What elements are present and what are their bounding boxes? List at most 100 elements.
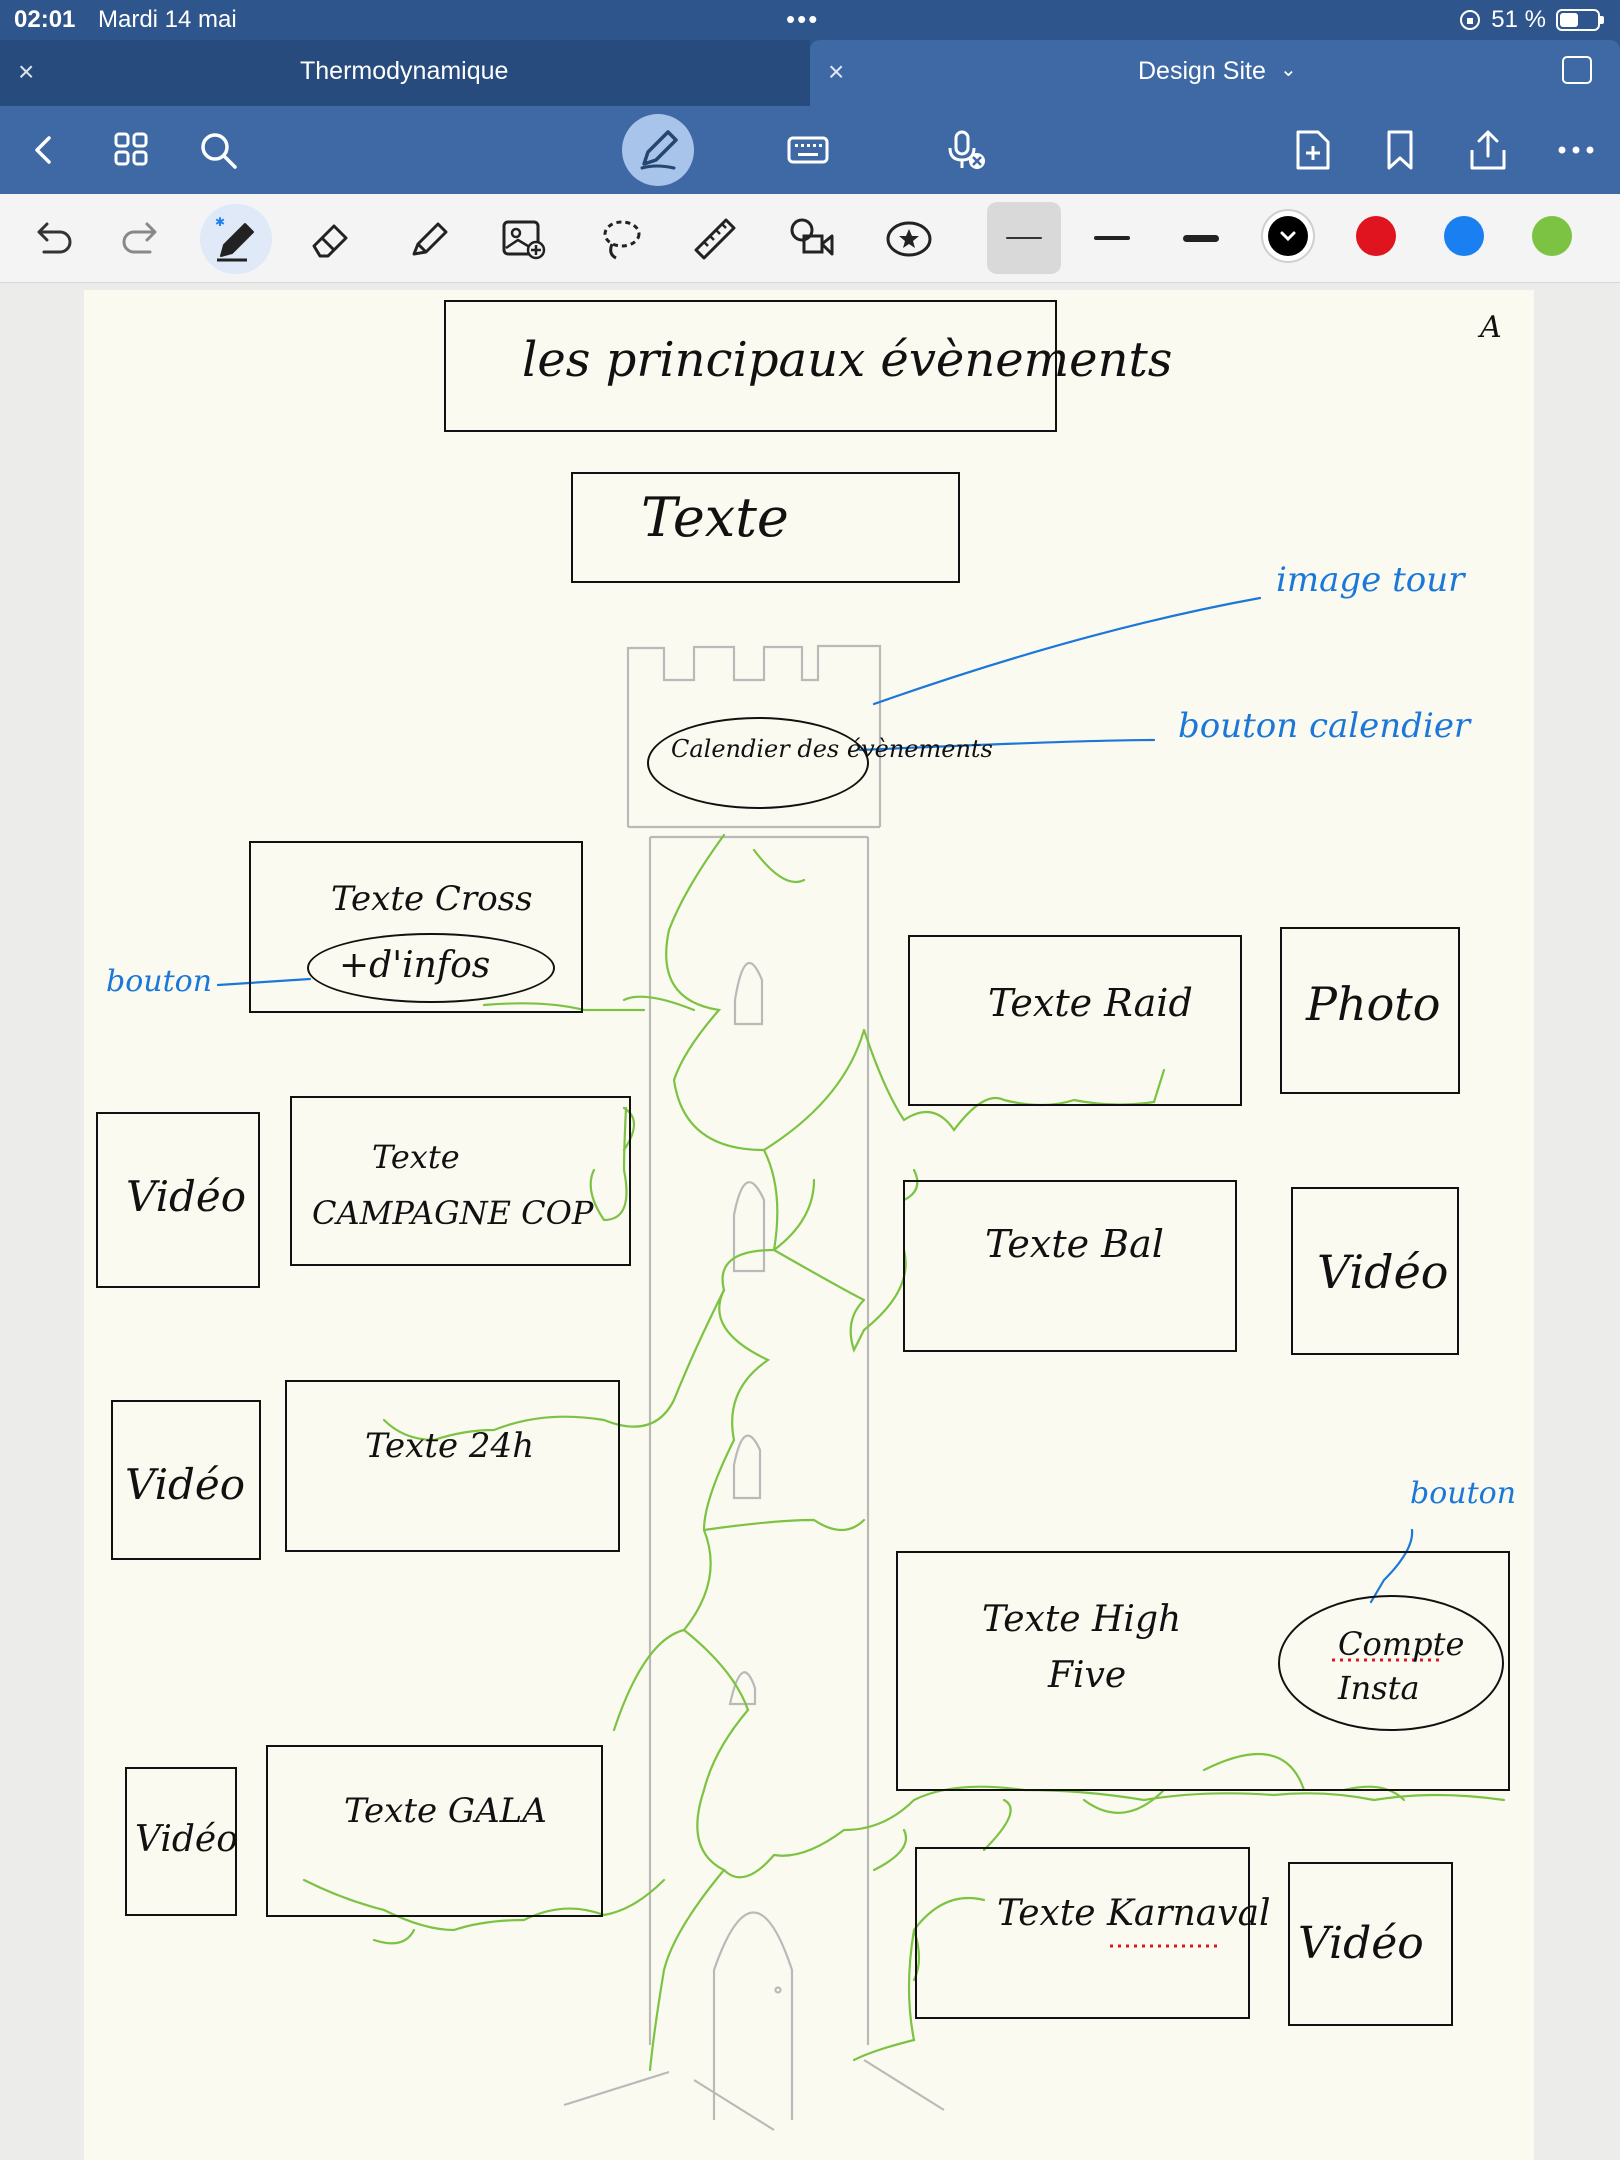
battery-fill	[1560, 13, 1578, 27]
bal-text: Texte Bal	[985, 1222, 1164, 1266]
undo-icon[interactable]	[28, 214, 78, 264]
mic-off-icon[interactable]	[944, 128, 988, 172]
add-page-icon[interactable]	[1290, 128, 1334, 172]
campagne-text-2: CAMPAGNE COP	[312, 1194, 594, 1232]
video-campagne-box: Vidéo	[96, 1112, 260, 1288]
battery-percent: 51 %	[1491, 6, 1546, 33]
chevron-down-icon[interactable]: ⌄	[1280, 59, 1297, 81]
photo-box: Photo	[1280, 927, 1460, 1094]
close-tab-icon[interactable]: ×	[18, 56, 35, 87]
redo-icon[interactable]	[116, 214, 166, 264]
grid-icon[interactable]	[110, 128, 154, 172]
color-green-swatch[interactable]	[1532, 216, 1572, 256]
more-info-button[interactable]: +d'infos	[307, 933, 555, 1003]
bookmark-icon[interactable]	[1378, 128, 1422, 172]
title-box: les principaux évènements	[444, 300, 1172, 432]
ruler-icon[interactable]	[690, 214, 740, 264]
video-label: Vidéo	[1317, 1245, 1449, 1299]
tab-thermodynamique[interactable]: × Thermodynamique	[0, 40, 810, 106]
main-toolbar	[0, 106, 1620, 194]
video-label: Vidéo	[126, 1172, 247, 1221]
lasso-icon[interactable]	[596, 214, 646, 264]
more-info-label: +d'infos	[339, 945, 491, 986]
share-icon[interactable]	[1466, 128, 1510, 172]
split-view-icon[interactable]	[1562, 56, 1592, 84]
campagne-text-1: Texte	[372, 1138, 460, 1176]
bal-box: Texte Bal	[903, 1180, 1237, 1352]
chevron-down-icon	[1280, 231, 1296, 242]
back-icon[interactable]	[22, 128, 66, 172]
video-24h-box: Vidéo	[111, 1400, 261, 1560]
battery-icon	[1556, 9, 1604, 31]
color-red-swatch[interactable]	[1356, 216, 1396, 256]
pen-mode-icon	[640, 130, 678, 170]
tab-design-site[interactable]: × Design Site ⌄	[810, 40, 1620, 106]
text-box: Texte	[571, 472, 960, 583]
note-page[interactable]: A les principaux évènements Texte Calend…	[84, 290, 1534, 2160]
tab-label: Thermodynamique	[300, 57, 509, 85]
multitasking-dots-icon[interactable]: •••	[786, 4, 820, 34]
shapes-icon[interactable]	[786, 214, 836, 264]
24h-box: Texte 24h	[285, 1380, 620, 1552]
insta-label-2: Insta	[1338, 1669, 1420, 1707]
video-label: Vidéo	[135, 1819, 238, 1860]
svg-text:✱: ✱	[215, 215, 225, 229]
eraser-icon[interactable]	[306, 214, 356, 264]
pen-icon[interactable]: ✱	[211, 214, 261, 264]
title-text: les principaux évènements	[522, 332, 1173, 388]
tab-bar: × Thermodynamique × Design Site ⌄	[0, 40, 1620, 106]
video-karnaval-box: Vidéo	[1288, 1862, 1453, 2026]
status-time: 02:01	[14, 6, 76, 33]
close-tab-icon[interactable]: ×	[828, 56, 845, 87]
tab-label: Design Site	[1138, 57, 1266, 85]
note-image-tour: image tour	[1276, 560, 1465, 600]
gala-box: Texte GALA	[266, 1745, 603, 1917]
annotation-lines	[216, 596, 1414, 1604]
status-date: Mardi 14 mai	[98, 6, 237, 33]
highfive-text-1: Texte High	[982, 1599, 1182, 1640]
search-icon[interactable]	[196, 128, 240, 172]
video-gala-box: Vidéo	[125, 1767, 238, 1916]
stroke-thin-selected[interactable]	[987, 202, 1061, 274]
calendar-button[interactable]: Calendier des évènements	[647, 717, 993, 809]
karnaval-text: Texte Karnaval	[997, 1893, 1271, 1934]
pen-mode-button[interactable]	[622, 114, 694, 186]
cross-text: Texte Cross	[331, 879, 533, 919]
highfive-text-2: Five	[1048, 1655, 1127, 1696]
highlighter-icon[interactable]	[404, 214, 454, 264]
campagne-box: Texte CAMPAGNE COP	[290, 1096, 631, 1266]
image-icon[interactable]	[498, 214, 548, 264]
note-bouton-left: bouton	[106, 964, 213, 999]
more-icon[interactable]	[1554, 128, 1598, 172]
text-placeholder: Texte	[641, 486, 789, 549]
note-bouton-right: bouton	[1410, 1476, 1517, 1511]
video-label: Vidéo	[125, 1460, 246, 1509]
sketch-drawing	[216, 596, 1506, 2131]
orientation-lock-icon	[1460, 10, 1481, 30]
status-bar: 02:01 Mardi 14 mai ••• 51 %	[0, 0, 1620, 40]
sticker-icon[interactable]	[884, 214, 934, 264]
page-marker: A	[1480, 310, 1502, 345]
color-black-swatch[interactable]	[1268, 216, 1308, 256]
drawing-toolbar: ✱	[0, 194, 1620, 283]
video-bal-box: Vidéo	[1291, 1187, 1459, 1355]
cross-box: Texte Cross +d'infos	[249, 841, 583, 1013]
insta-label-1: Compte	[1338, 1625, 1465, 1663]
stroke-thick[interactable]	[1183, 235, 1219, 242]
insta-button[interactable]: Compte Insta	[1278, 1595, 1504, 1731]
note-bouton-calendrier: bouton calendier	[1178, 706, 1471, 746]
vine-drawing	[302, 833, 1506, 2072]
karnaval-box: Texte Karnaval	[915, 1847, 1271, 2019]
keyboard-icon[interactable]	[786, 128, 830, 172]
color-blue-swatch[interactable]	[1444, 216, 1484, 256]
raid-box: Texte Raid	[908, 935, 1242, 1106]
tower-sketch	[563, 644, 945, 2131]
24h-text: Texte 24h	[365, 1426, 535, 1466]
raid-text: Texte Raid	[988, 981, 1193, 1025]
photo-label: Photo	[1306, 977, 1441, 1031]
stroke-medium[interactable]	[1094, 236, 1130, 240]
gala-text: Texte GALA	[344, 1791, 547, 1831]
highfive-box: Texte High Five Compte Insta	[896, 1551, 1510, 1791]
video-label: Vidéo	[1298, 1918, 1424, 1969]
battery-indicator: 51 %	[1459, 6, 1604, 34]
